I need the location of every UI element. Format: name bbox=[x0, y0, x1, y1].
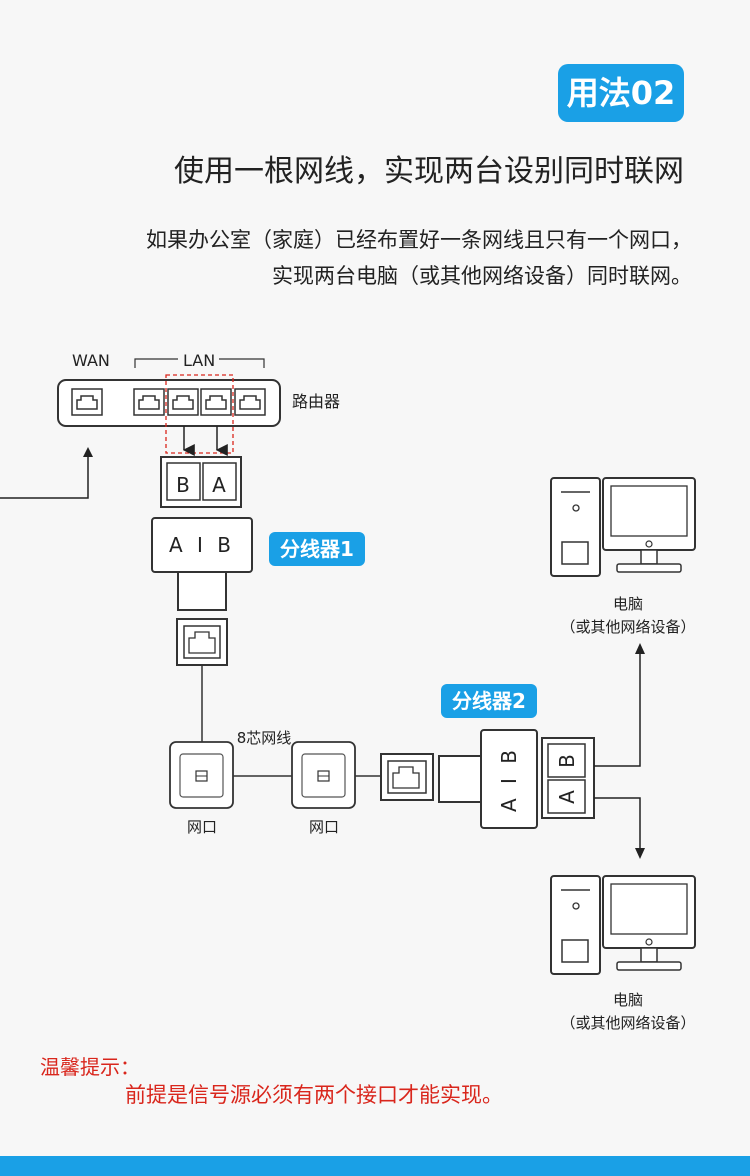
arrow-up-icon bbox=[83, 447, 93, 457]
lan-label: LAN bbox=[183, 351, 215, 370]
lan-bracket bbox=[134, 358, 265, 368]
outlet1-label: 网口 bbox=[187, 818, 217, 836]
pc2-sub: （或其他网络设备） bbox=[560, 1014, 695, 1032]
splitter2-tag-text: 分线器2 bbox=[452, 689, 526, 713]
highlight-box bbox=[165, 374, 234, 454]
splitter1-tag bbox=[269, 532, 365, 566]
arrow-up-icon bbox=[635, 643, 645, 654]
computer-icon bbox=[550, 875, 696, 975]
splitter2-port-b: B bbox=[555, 754, 579, 768]
splitter2-face: A I B bbox=[497, 746, 521, 812]
outlet2 bbox=[291, 741, 356, 809]
splitter2-tag bbox=[441, 684, 537, 718]
arrow-down-icon bbox=[635, 848, 645, 859]
connection-diagram: WAN LAN 路由器 B A A I B 分线器1 网口 8芯网线 网口 bbox=[0, 351, 696, 1032]
pc1-name: 电脑 bbox=[613, 595, 643, 613]
outlet1 bbox=[169, 741, 234, 809]
pc2-name: 电脑 bbox=[613, 991, 643, 1009]
tip-title: 温馨提示： bbox=[40, 1055, 140, 1079]
splitter2-port-a: A bbox=[555, 790, 579, 804]
lan-port-icon bbox=[234, 388, 266, 416]
subtitle: 使用一根网线，实现两台设别同时联网 bbox=[174, 154, 684, 189]
description: 如果办公室（家庭）已经布置好一条网线且只有一个网口， 实现两台电脑（或其他网络设… bbox=[146, 222, 692, 294]
incoming-line bbox=[0, 450, 89, 499]
splitter1-plug bbox=[177, 571, 227, 611]
splitter1-tag-text: 分线器1 bbox=[280, 537, 354, 561]
splitter2-body bbox=[480, 729, 538, 829]
splitter1-face: A I B bbox=[169, 533, 235, 557]
splitter1-port-a: A bbox=[212, 473, 226, 497]
tip-body: 前提是信号源必须有两个接口才能实现。 bbox=[125, 1083, 503, 1107]
description-line-1: 如果办公室（家庭）已经布置好一条网线且只有一个网口， bbox=[146, 228, 692, 252]
splitter2-plug bbox=[438, 755, 482, 803]
wan-label: WAN bbox=[72, 351, 110, 370]
wan-port-icon bbox=[71, 388, 103, 416]
bottom-bar bbox=[0, 1156, 750, 1176]
line-to-pc2 bbox=[594, 797, 641, 852]
outlet2-label: 网口 bbox=[309, 818, 339, 836]
usage-badge: 用法02 bbox=[558, 64, 684, 122]
splitter1-port-b: B bbox=[176, 473, 190, 497]
lan-port-icon bbox=[133, 388, 165, 416]
cable-label: 8芯网线 bbox=[237, 729, 292, 747]
lan-port-icon bbox=[200, 388, 232, 416]
router-label: 路由器 bbox=[292, 392, 340, 411]
pc1-sub: （或其他网络设备） bbox=[560, 618, 695, 636]
computer-icon bbox=[550, 477, 696, 577]
line-to-pc1 bbox=[594, 648, 641, 767]
lan-port-icon bbox=[167, 388, 199, 416]
description-line-2: 实现两台电脑（或其他网络设备）同时联网。 bbox=[272, 264, 692, 288]
